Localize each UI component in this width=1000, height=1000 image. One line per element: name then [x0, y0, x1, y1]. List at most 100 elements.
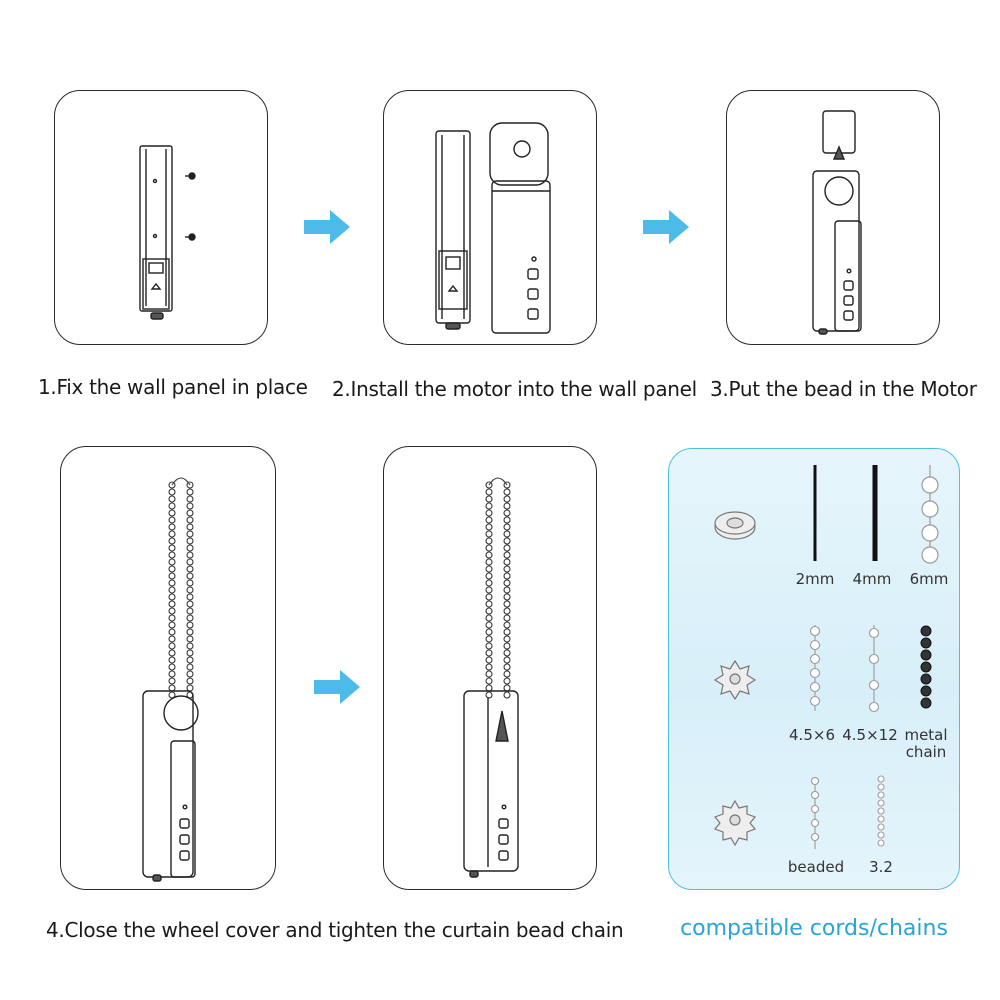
motor-install-illustration [435, 122, 551, 334]
chain-bead [485, 621, 493, 629]
chain-bead [485, 565, 493, 573]
chain-bead [485, 684, 493, 692]
chain-bead [168, 607, 176, 615]
chain-bead [503, 537, 511, 545]
chain-bead [186, 670, 194, 678]
chain-bead [503, 481, 511, 489]
chain-bead [485, 537, 493, 545]
label-3.2: 3.2 [869, 858, 893, 876]
label-beaded: beaded [787, 858, 845, 876]
chain-bead [168, 544, 176, 552]
chain-bead [168, 509, 176, 517]
beaded-chain-icon [810, 776, 820, 849]
label-4mm: 4mm [852, 570, 892, 588]
chain-bead [186, 607, 194, 615]
chains-illustration [713, 465, 939, 849]
chain-bead [503, 628, 511, 636]
label-4.5x12: 4.5×12 [842, 726, 898, 744]
chain-bead [186, 565, 194, 573]
chain-bead [503, 614, 511, 622]
chain-bead [503, 586, 511, 594]
chain-bead [503, 663, 511, 671]
chain-bead [186, 502, 194, 510]
step-2-panel [383, 90, 597, 345]
chain-bead [168, 586, 176, 594]
chain-bead [503, 642, 511, 650]
chain-bead [168, 565, 176, 573]
chain-bead [503, 502, 511, 510]
chain-bead [503, 677, 511, 685]
chain-bead [168, 670, 176, 678]
chain-bead [168, 663, 176, 671]
label-4.5x6: 4.5×6 [789, 726, 835, 744]
chain-loop [171, 477, 191, 486]
chain-bead [485, 607, 493, 615]
chain-bead [485, 677, 493, 685]
chain-bead [168, 537, 176, 545]
label-metal-chain: metal chain [904, 726, 948, 761]
chain-bead [168, 516, 176, 524]
chain-bead [485, 530, 493, 538]
chain-bead [485, 593, 493, 601]
chain-bead [485, 670, 493, 678]
chain-open-illustration [142, 477, 199, 882]
chain-bead [485, 628, 493, 636]
chain-bead [186, 495, 194, 503]
chain-bead [168, 635, 176, 643]
chain-bead [186, 516, 194, 524]
chain-bead [485, 600, 493, 608]
chain-bead [485, 509, 493, 517]
chain-bead [485, 579, 493, 587]
chain-bead [485, 649, 493, 657]
chain-bead [485, 572, 493, 580]
step-3-panel [726, 90, 940, 345]
chain-bead [503, 684, 511, 692]
chain-bead [485, 614, 493, 622]
chain-bead [503, 579, 511, 587]
chain-bead [503, 551, 511, 559]
chain-bead [186, 656, 194, 664]
chain-bead [503, 649, 511, 657]
chain-bead [485, 481, 493, 489]
chain-bead [503, 558, 511, 566]
arrow-right-icon [643, 210, 689, 244]
chain-bead [186, 509, 194, 517]
chain-bead [168, 649, 176, 657]
bead-motor-illustration [812, 110, 862, 335]
chain-bead [186, 572, 194, 580]
beads-4.5x6-icon [809, 625, 821, 711]
chain-bead [186, 677, 194, 685]
step-1-caption: 1.Fix the wall panel in place [38, 375, 308, 399]
chain-bead [503, 495, 511, 503]
star-pulley-icon [713, 659, 757, 701]
chain-bead [168, 621, 176, 629]
step-1-panel [54, 90, 268, 345]
chain-bead [503, 572, 511, 580]
chain-bead [168, 677, 176, 685]
step-3-caption: 3.Put the bead in the Motor [710, 377, 977, 401]
chain-bead [186, 537, 194, 545]
chain-bead [186, 642, 194, 650]
chain-bead [186, 628, 194, 636]
chain-bead [503, 516, 511, 524]
chain-bead [168, 481, 176, 489]
chain-bead [186, 586, 194, 594]
chain-bead [503, 691, 511, 699]
chain-bead [485, 691, 493, 699]
chain-bead [168, 614, 176, 622]
chain-bead [503, 670, 511, 678]
chain-bead [485, 488, 493, 496]
chain-bead [485, 551, 493, 559]
chain-bead [503, 593, 511, 601]
chain-bead [168, 558, 176, 566]
chain-bead [503, 607, 511, 615]
chain-bead [503, 544, 511, 552]
chain-bead [168, 551, 176, 559]
chain-bead [485, 516, 493, 524]
chain-bead [168, 628, 176, 636]
arrow-right-icon [314, 670, 360, 704]
chain-bead [168, 656, 176, 664]
chain-bead [186, 579, 194, 587]
chain-bead [503, 635, 511, 643]
chain-bead [186, 481, 194, 489]
